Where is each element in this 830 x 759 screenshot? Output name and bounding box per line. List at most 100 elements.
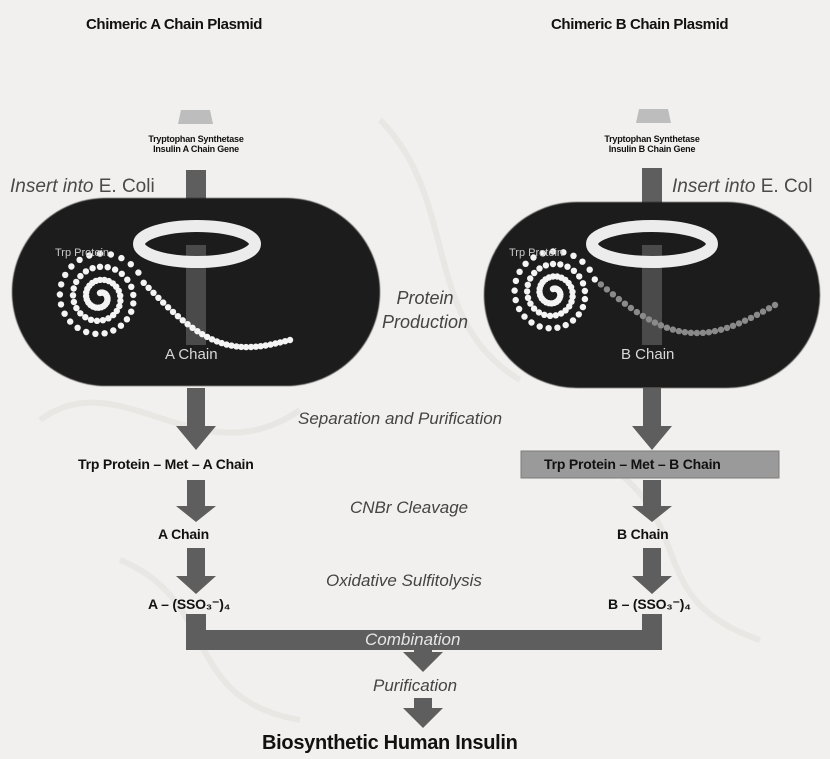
protein-bead (536, 265, 542, 271)
protein-bead (67, 318, 73, 324)
protein-bead (524, 288, 530, 294)
arrow-shaft-right-1 (643, 388, 661, 428)
protein-bead (83, 268, 89, 274)
arrow-head-center-1 (403, 652, 443, 672)
protein-bead (582, 288, 588, 294)
protein-bead (628, 305, 634, 311)
protein-bead (112, 266, 118, 272)
protein-bead (145, 285, 151, 291)
protein-bead (622, 301, 628, 307)
arrow-head-right-2 (632, 506, 672, 522)
sulfonate-label-left: A – (SSO₃⁻)₄ (148, 596, 230, 613)
insert-right-italic: Insert into (672, 176, 755, 197)
protein-bead (58, 281, 64, 287)
plasmid-b-title: Chimeric B Chain Plasmid (551, 16, 728, 33)
protein-bead (92, 331, 98, 337)
insert-label-right: Insert into E. Col (672, 176, 812, 198)
protein-bead (531, 270, 537, 276)
protein-bead (576, 273, 582, 279)
protein-bead (712, 328, 718, 334)
protein-bead (58, 301, 64, 307)
protein-bead (513, 297, 519, 303)
plasmid-b-icon (636, 109, 671, 123)
protein-bead (105, 315, 111, 321)
protein-bead (135, 269, 141, 275)
protein-bead (94, 318, 100, 324)
insert-label-left: Insert into E. Coli (10, 176, 155, 198)
protein-bead (634, 309, 640, 315)
protein-bead (564, 264, 570, 270)
protein-bead (748, 315, 754, 321)
protein-bead (570, 317, 576, 323)
protein-bead (100, 317, 106, 323)
protein-bead (587, 267, 593, 273)
protein-bead (547, 313, 553, 319)
protein-bead (160, 299, 166, 305)
protein-bead (525, 295, 531, 301)
protein-bead (582, 296, 588, 302)
protein-bead (742, 318, 748, 324)
protein-production-line2: Production (360, 310, 490, 334)
plasmid-a-gene-label: Tryptophan Synthetase Insulin A Chain Ge… (124, 134, 268, 154)
protein-bead (576, 311, 582, 317)
protein-bead (71, 285, 77, 291)
chain-label-right: B Chain (617, 526, 669, 542)
step-cnbr: CNBr Cleavage (350, 498, 468, 518)
protein-bead (706, 329, 712, 335)
protein-bead (128, 284, 134, 290)
cell-right-trp-label: Trp Protein (509, 247, 563, 259)
arrow-head-left-1 (176, 426, 216, 450)
gene-b-line1: Tryptophan Synthetase (580, 134, 724, 144)
protein-bead (682, 329, 688, 335)
protein-bead (89, 265, 95, 271)
protein-bead (118, 323, 124, 329)
arrow-shaft-right-3 (643, 548, 661, 578)
gene-a-line2: Insulin A Chain Gene (124, 144, 268, 154)
protein-bead (537, 323, 543, 329)
protein-bead (652, 319, 658, 325)
arrow-head-left-2 (176, 506, 216, 522)
protein-bead (525, 282, 531, 288)
gene-a-line1: Tryptophan Synthetase (124, 134, 268, 144)
protein-bead (74, 325, 80, 331)
plasmid-b-gene-label: Tryptophan Synthetase Insulin B Chain Ge… (580, 134, 724, 154)
protein-bead (516, 269, 522, 275)
plasmid-a-title: Chimeric A Chain Plasmid (86, 16, 262, 33)
protein-bead (528, 319, 534, 325)
protein-bead (554, 325, 560, 331)
protein-bead (580, 304, 586, 310)
protein-bead (646, 316, 652, 322)
protein-bead (77, 273, 83, 279)
arrow-shaft-left-1 (187, 388, 205, 428)
protein-bead (694, 330, 700, 336)
protein-bead (604, 286, 610, 292)
protein-bead (105, 264, 111, 270)
protein-bead (522, 261, 528, 267)
insert-left-plain: E. Coli (99, 176, 155, 197)
sulfonate-label-right: B – (SSO₃⁻)₄ (608, 596, 691, 613)
protein-bead (110, 327, 116, 333)
fusion-label-right: Trp Protein – Met – B Chain (544, 456, 721, 472)
protein-bead (62, 272, 68, 278)
protein-bead (570, 253, 576, 259)
protein-bead (718, 327, 724, 333)
protein-bead (640, 313, 646, 319)
protein-bead (521, 313, 527, 319)
protein-bead (592, 276, 598, 282)
protein-bead (118, 255, 124, 261)
protein-bead (736, 320, 742, 326)
protein-bead (658, 322, 664, 328)
cell-left-chain-label: A Chain (165, 346, 218, 363)
protein-bead (73, 279, 79, 285)
protein-bead (155, 295, 161, 301)
protein-bead (513, 278, 519, 284)
protein-bead (97, 264, 103, 270)
protein-bead (83, 329, 89, 335)
protein-bead (77, 310, 83, 316)
protein-bead (543, 262, 549, 268)
protein-bead (68, 263, 74, 269)
protein-bead (124, 277, 130, 283)
step-purification: Purification (373, 676, 457, 696)
arrow-head-center-2 (403, 708, 443, 728)
